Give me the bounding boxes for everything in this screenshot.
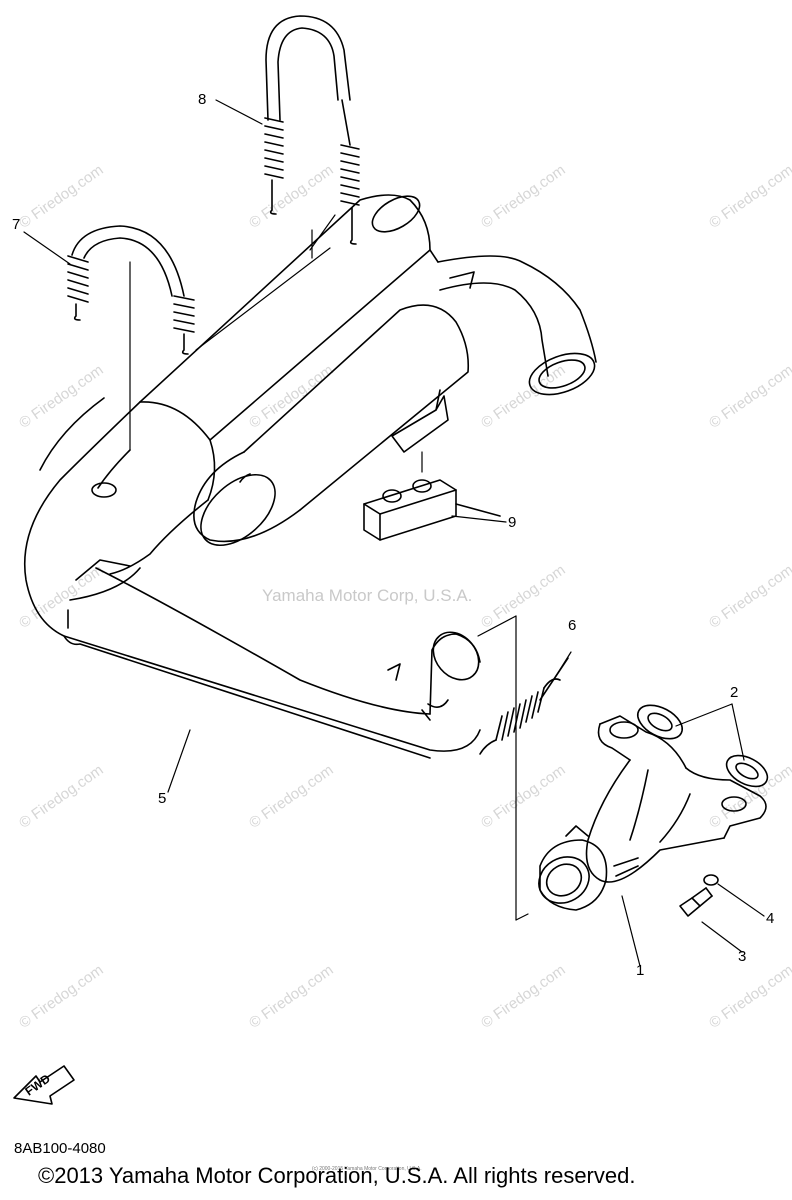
callout-3: 3 (738, 948, 747, 965)
damper-block[interactable] (363, 479, 501, 541)
washer[interactable] (703, 874, 719, 886)
callout-leaders (23, 99, 765, 967)
callout-8: 8 (198, 91, 207, 108)
spring[interactable] (479, 657, 569, 755)
fine-print: (c) 2000-2015 Yamaha Motor Corporation, … (312, 1166, 422, 1172)
callout-4: 4 (766, 910, 775, 927)
callout-9: 9 (508, 514, 517, 531)
muffler-assembly[interactable] (23, 189, 600, 759)
bolt[interactable] (679, 887, 713, 917)
u-spring-small[interactable] (67, 225, 195, 355)
callout-5: 5 (158, 790, 167, 807)
callout-7: 7 (12, 216, 21, 233)
reference-code: 8AB100-4080 (14, 1140, 106, 1157)
assembly-guide-lines (129, 214, 529, 921)
exhaust-pipe[interactable] (530, 715, 767, 912)
gaskets[interactable] (632, 698, 772, 792)
center-watermark: Yamaha Motor Corp, U.S.A. (262, 586, 473, 605)
callout-6: 6 (568, 617, 577, 634)
copyright-notice: ©2013 Yamaha Motor Corporation, U.S.A. A… (38, 1163, 636, 1188)
u-spring-large[interactable] (264, 15, 360, 245)
forward-direction-arrow (13, 1065, 75, 1105)
callout-1: 1 (636, 962, 645, 979)
callout-2: 2 (730, 684, 739, 701)
